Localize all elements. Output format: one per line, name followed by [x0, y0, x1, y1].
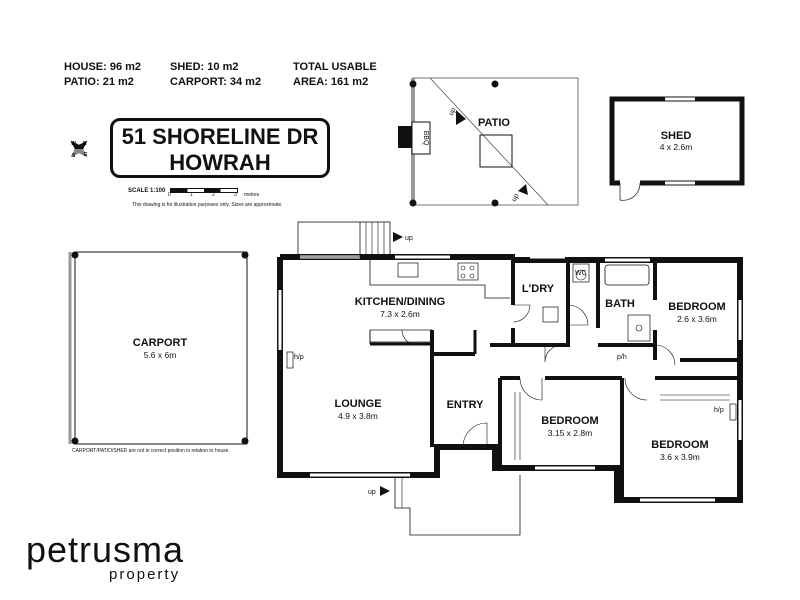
patio-area: PATIO: 21 m2 — [64, 76, 134, 88]
compass-n: N — [83, 141, 87, 147]
entry-label: ENTRY — [447, 399, 485, 411]
kitchen-dim: 7.3 x 2.6m — [380, 309, 420, 319]
scale-label: SCALE 1:100 — [128, 188, 166, 194]
bath-label: BATH — [605, 298, 635, 310]
total-area-label: TOTAL USABLE — [293, 61, 377, 73]
bedroom1-label: BEDROOM — [668, 301, 725, 313]
bedroom3-dim: 3.6 x 3.9m — [660, 452, 700, 462]
patio-step-arrow-icon — [456, 110, 466, 125]
patio-step-arrow-icon-2 — [518, 184, 528, 195]
carport-label: CARPORT — [133, 337, 188, 349]
area-stats-house-patio: HOUSE: 96 m2 PATIO: 21 m2 — [64, 60, 141, 90]
shed-label: SHED — [661, 130, 692, 142]
shed-dim: 4 x 2.6m — [660, 142, 693, 152]
address-suburb: HOWRAH — [169, 150, 271, 175]
wc-label: WC — [575, 270, 587, 277]
carport-area: CARPORT 5.6 x 6m CARPORT/PATIO/SHED are … — [68, 251, 249, 454]
shed-area: SHED 4 x 2.6m — [609, 96, 745, 201]
bedroom2-label: BEDROOM — [541, 415, 598, 427]
patio-area: BBQ PATIO up up — [398, 77, 579, 207]
logo-sub: property — [109, 566, 181, 583]
bedroom2-dim: 3.15 x 2.8m — [548, 428, 592, 438]
rear-up-label: up — [405, 235, 413, 242]
house-area: HOUSE: 96 m2 — [64, 61, 142, 73]
patio-up-label-2: up — [511, 193, 521, 203]
scale-bar — [170, 188, 238, 193]
carport-area: CARPORT: 34 m2 — [170, 76, 262, 88]
total-area-value: AREA: 161 m2 — [293, 76, 369, 88]
compass-icon: N E S W — [70, 140, 88, 159]
carport-dim: 5.6 x 6m — [144, 350, 177, 360]
bedroom1-dim: 2.6 x 3.6m — [677, 314, 717, 324]
front-up-label: up — [368, 489, 376, 496]
compass-s: S — [72, 153, 76, 159]
front-up-arrow-icon — [380, 486, 390, 496]
bbq-label: BBQ — [422, 131, 429, 146]
logo-name: petrusma — [26, 529, 185, 570]
scale-tick-0: 0 — [168, 192, 171, 198]
shed-area: SHED: 10 m2 — [170, 61, 239, 73]
scale-tick-1: 1 — [190, 192, 193, 198]
house-plan — [277, 221, 743, 536]
bedroom-heatpump-label: h/p — [714, 407, 724, 414]
petrusma-logo: petrusma property — [26, 529, 185, 584]
patio-label: PATIO — [478, 117, 510, 129]
address-title: 51 SHORELINE DR HOWRAH — [110, 118, 330, 178]
scale-tick-2: 2 — [212, 192, 215, 198]
rear-up-arrow-icon — [393, 232, 403, 242]
compass-w: W — [71, 141, 76, 147]
lounge-label: LOUNGE — [334, 398, 381, 410]
scale-tick-3: 3 — [234, 192, 237, 198]
area-stats-total: TOTAL USABLE AREA: 161 m2 — [293, 60, 377, 90]
patio-up-label: up — [448, 107, 458, 117]
carport-note: CARPORT/PATIO/SHED are not in correct po… — [72, 448, 230, 454]
scale-unit: metres — [244, 192, 260, 198]
laundry-label: L'DRY — [522, 283, 555, 295]
kitchen-label: KITCHEN/DINING — [355, 296, 445, 308]
bedroom3-label: BEDROOM — [651, 439, 708, 451]
compass-e: E — [84, 152, 88, 158]
address-street: 51 SHORELINE DR — [121, 124, 319, 149]
powder-hatch-label: p/h — [617, 354, 627, 361]
disclaimer: This drawing is for illustration purpose… — [132, 202, 283, 208]
lounge-heatpump-label: h/p — [294, 354, 304, 361]
area-stats-shed-carport: SHED: 10 m2 CARPORT: 34 m2 — [170, 60, 261, 90]
lounge-dim: 4.9 x 3.8m — [338, 411, 378, 421]
